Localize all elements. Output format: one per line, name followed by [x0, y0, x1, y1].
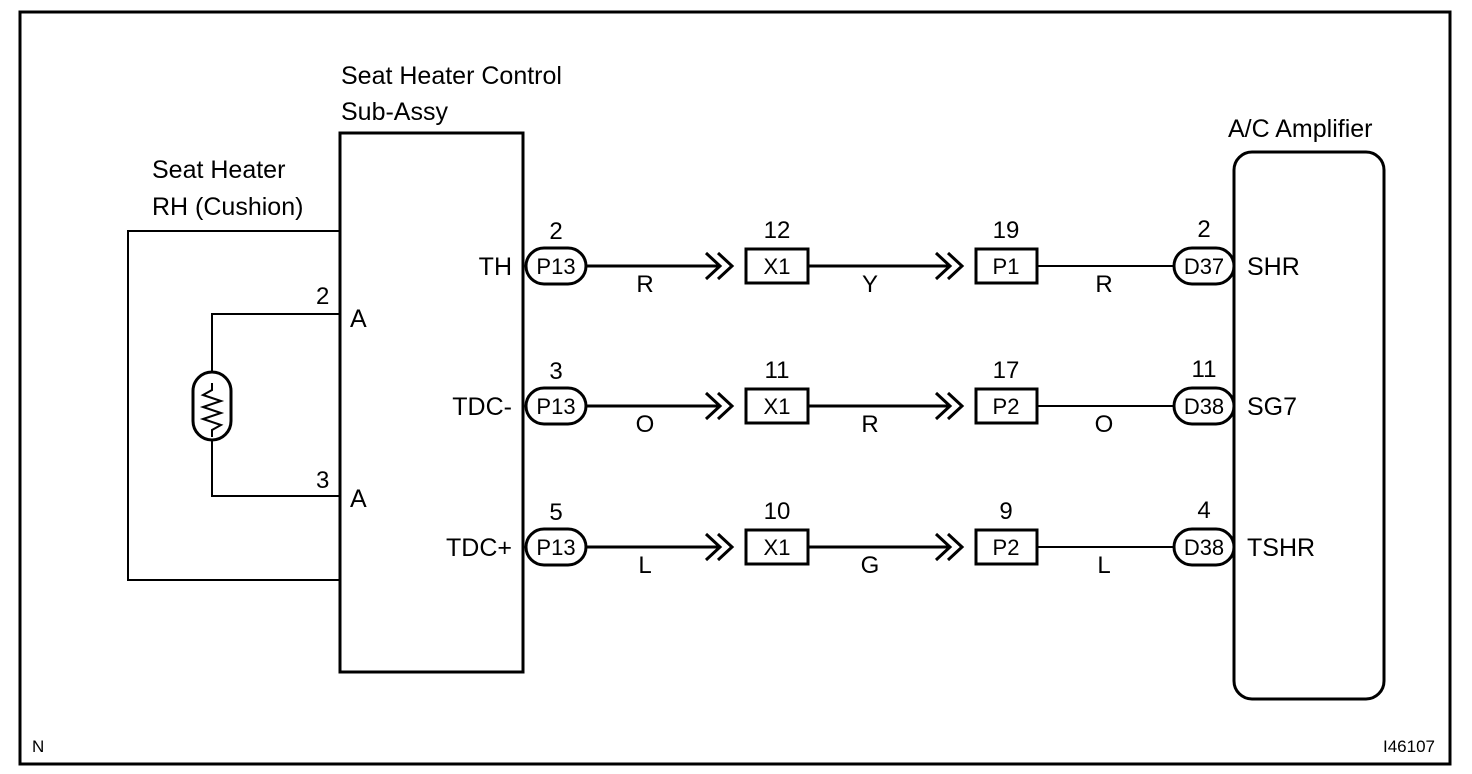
diagram-frame — [18, 10, 1452, 766]
connector-3-shape — [974, 247, 1039, 285]
wire-color-1: L — [638, 552, 651, 579]
connector-4-shape — [1172, 527, 1236, 567]
connector-arrow-1-icon-b — [716, 391, 735, 421]
connector-1-shape — [524, 386, 588, 426]
connector-2-id: X1 — [764, 394, 791, 419]
control-title-line2: Sub-Assy — [341, 98, 448, 126]
connector-4-id: D38 — [1184, 394, 1224, 419]
corner-label: N — [32, 737, 44, 756]
connector-1-pin: 2 — [549, 218, 562, 245]
connector-4-id: D38 — [1184, 535, 1224, 560]
amplifier-terminal: SHR — [1247, 253, 1300, 281]
connector-arrow-2-icon-b — [946, 391, 965, 421]
wire-color-2: G — [861, 552, 880, 579]
connector-3-pin: 9 — [999, 498, 1012, 525]
amplifier-box — [1232, 150, 1386, 701]
connector-3-id: P2 — [993, 535, 1020, 560]
amplifier-terminal: SG7 — [1247, 393, 1297, 421]
connector-arrow-2-icon-b — [946, 251, 965, 281]
connector-2-pin: 11 — [765, 357, 790, 384]
connector-3-pin: 17 — [993, 357, 1020, 384]
control-title-line1: Seat Heater Control — [341, 62, 562, 90]
connector-4-pin: 11 — [1192, 356, 1217, 383]
connector-arrow-2-icon-b — [946, 532, 965, 562]
connector-3-id: P1 — [993, 254, 1020, 279]
heater-pin-bottom-number: 3 — [316, 467, 329, 494]
connector-2-shape — [744, 247, 810, 285]
heater-outline-wire — [127, 230, 340, 581]
ac-amplifier: A/C Amplifier — [1228, 115, 1386, 701]
connector-3-pin: 19 — [993, 217, 1020, 244]
wire-color-3: R — [1095, 271, 1112, 298]
amplifier-terminal: TSHR — [1247, 534, 1315, 562]
connector-3-id: P2 — [993, 394, 1020, 419]
connector-4-pin: 2 — [1197, 216, 1210, 243]
connector-4-shape — [1172, 246, 1236, 286]
connector-1-id: P13 — [536, 394, 575, 419]
signal-label: TDC- — [452, 393, 512, 421]
connector-2-id: X1 — [764, 254, 791, 279]
connector-arrow-1-icon-b — [716, 251, 735, 281]
connector-2-id: X1 — [764, 535, 791, 560]
signal-label: TH — [479, 253, 512, 281]
connector-arrow-2-icon-a — [934, 391, 953, 421]
connector-4-shape — [1172, 386, 1236, 426]
connector-arrow-1-icon-a — [704, 391, 723, 421]
wire-color-3: L — [1097, 552, 1110, 579]
heater-pin-top-letter: A — [350, 305, 367, 333]
connector-4-pin: 4 — [1197, 497, 1210, 524]
heater-title-line2: RH (Cushion) — [152, 193, 303, 221]
wire-color-2: Y — [862, 271, 878, 298]
connector-2-pin: 10 — [764, 498, 791, 525]
heater-wire-bottom — [211, 440, 340, 497]
connector-3-shape — [974, 528, 1039, 566]
connector-arrow-2-icon-a — [934, 532, 953, 562]
connector-arrow-2-icon-a — [934, 251, 953, 281]
heater-wire-top — [211, 313, 340, 372]
connector-arrow-1-icon-a — [704, 251, 723, 281]
heater-pin-bottom-letter: A — [350, 485, 367, 513]
amplifier-title: A/C Amplifier — [1228, 115, 1372, 143]
wire-color-1: R — [636, 271, 653, 298]
connector-2-pin: 12 — [764, 217, 791, 244]
wire-color-3: O — [1095, 411, 1114, 438]
connector-arrow-1-icon-a — [704, 532, 723, 562]
connector-1-shape — [524, 246, 588, 286]
connector-1-id: P13 — [536, 535, 575, 560]
connector-1-pin: 3 — [549, 358, 562, 385]
connector-3-shape — [974, 387, 1039, 425]
connector-1-pin: 5 — [549, 499, 562, 526]
heater-pin-top-number: 2 — [316, 283, 329, 310]
signal-label: TDC+ — [446, 534, 512, 562]
control-box — [338, 131, 525, 674]
resistor-zigzag-icon — [199, 383, 225, 437]
heater-element-icon — [191, 370, 233, 442]
connector-arrow-1-icon-b — [716, 532, 735, 562]
connector-1-id: P13 — [536, 254, 575, 279]
wire-color-1: O — [636, 411, 655, 438]
connector-1-shape — [524, 527, 588, 567]
heater-title-line1: Seat Heater — [152, 156, 285, 184]
seat-heater: Seat Heater RH (Cushion) 2 A 3 A — [127, 156, 367, 581]
connector-2-shape — [744, 387, 810, 425]
figure-id: I46107 — [1383, 737, 1435, 756]
wire-color-2: R — [861, 411, 878, 438]
control-unit: Seat Heater Control Sub-Assy — [338, 62, 562, 674]
connector-2-shape — [744, 528, 810, 566]
connector-4-id: D37 — [1184, 254, 1224, 279]
